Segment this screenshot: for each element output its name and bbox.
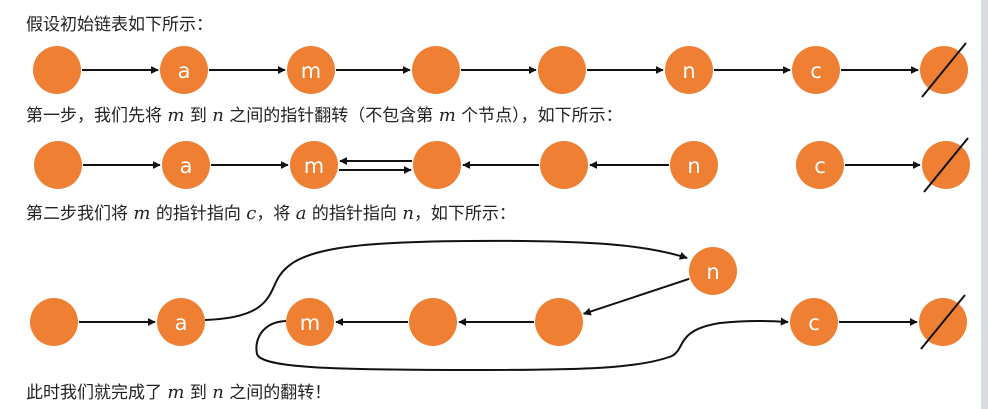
caption-text: 到 (184, 106, 213, 126)
list-node-a (157, 298, 205, 346)
scrollbar[interactable] (981, 0, 988, 409)
node-label: m (300, 311, 320, 335)
caption-text: 到 (184, 383, 213, 403)
caption-math-var: n (212, 105, 224, 126)
edge-d3-m-to-c (255, 317, 789, 372)
edge-d3-n-rev (582, 277, 690, 316)
node-label: n (687, 154, 700, 178)
list-node-m (290, 141, 338, 189)
caption-text: ，将 (256, 204, 296, 224)
list-node-n (665, 46, 713, 94)
list-node (34, 141, 82, 189)
null-slash-icon (920, 294, 966, 350)
list-node-c (792, 46, 840, 94)
caption-text: 第一步，我们先将 (26, 106, 168, 126)
edge-d3-a-to-n (204, 239, 688, 321)
caption-math-var: a (295, 203, 307, 224)
caption-math-var: m (133, 203, 151, 224)
list-node (535, 298, 583, 346)
list-node (409, 298, 457, 346)
null-slash-icon (921, 42, 967, 98)
caption-done: 此时我们就完成了 m 到 n 之间的翻转！ (26, 382, 332, 404)
node-label: c (814, 154, 826, 178)
caption-text: 的指针指向 (150, 204, 247, 224)
caption-initial-list: 假设初始链表如下所示： (26, 15, 213, 35)
caption-initial-list-text: 假设初始链表如下所示： (26, 15, 213, 35)
list-node-n (689, 247, 737, 295)
caption-text: 之间的翻转！ (223, 383, 332, 403)
node-label: a (178, 59, 191, 83)
caption-text: 个节点），如下所示： (455, 106, 623, 126)
caption-text: 此时我们就完成了 (26, 383, 168, 403)
edges-layer (79, 66, 921, 372)
list-node (538, 46, 586, 94)
list-node-a (162, 141, 210, 189)
caption-text: 之间的指针翻转（不包含第 (223, 106, 439, 126)
nodes-layer: a m n c a m n c a m n c (30, 42, 970, 350)
list-node (413, 141, 461, 189)
caption-math-var: m (167, 105, 185, 126)
node-label: m (301, 59, 321, 83)
node-label: c (810, 59, 822, 83)
caption-text: 第二步我们将 (26, 204, 134, 224)
node-label: a (175, 311, 188, 335)
list-node-a (160, 46, 208, 94)
list-node (30, 298, 78, 346)
list-node (33, 46, 81, 94)
caption-math-var: m (438, 105, 456, 126)
list-node-c (796, 141, 844, 189)
list-node-m (287, 46, 335, 94)
node-label: m (304, 154, 324, 178)
caption-math-var: m (167, 382, 185, 403)
node-label: n (682, 59, 695, 83)
list-node-n (670, 141, 718, 189)
caption-math-var: n (402, 203, 414, 224)
list-node (412, 46, 460, 94)
caption-math-var: n (212, 382, 224, 403)
diagram-3: a m n c (30, 247, 967, 350)
list-node-m (286, 298, 334, 346)
node-label: n (706, 260, 719, 284)
caption-text: ，如下所示： (413, 204, 516, 224)
node-label: c (808, 311, 820, 335)
caption-step-two: 第二步我们将 m 的指针指向 c，将 a 的指针指向 n，如下所示： (26, 203, 516, 225)
list-node (540, 141, 588, 189)
caption-math-var: c (246, 203, 257, 224)
list-node-c (790, 298, 838, 346)
node-label: a (180, 154, 193, 178)
caption-step-one: 第一步，我们先将 m 到 n 之间的指针翻转（不包含第 m 个节点），如下所示： (26, 105, 623, 127)
null-slash-icon (923, 137, 969, 193)
caption-text: 的指针指向 (306, 204, 403, 224)
